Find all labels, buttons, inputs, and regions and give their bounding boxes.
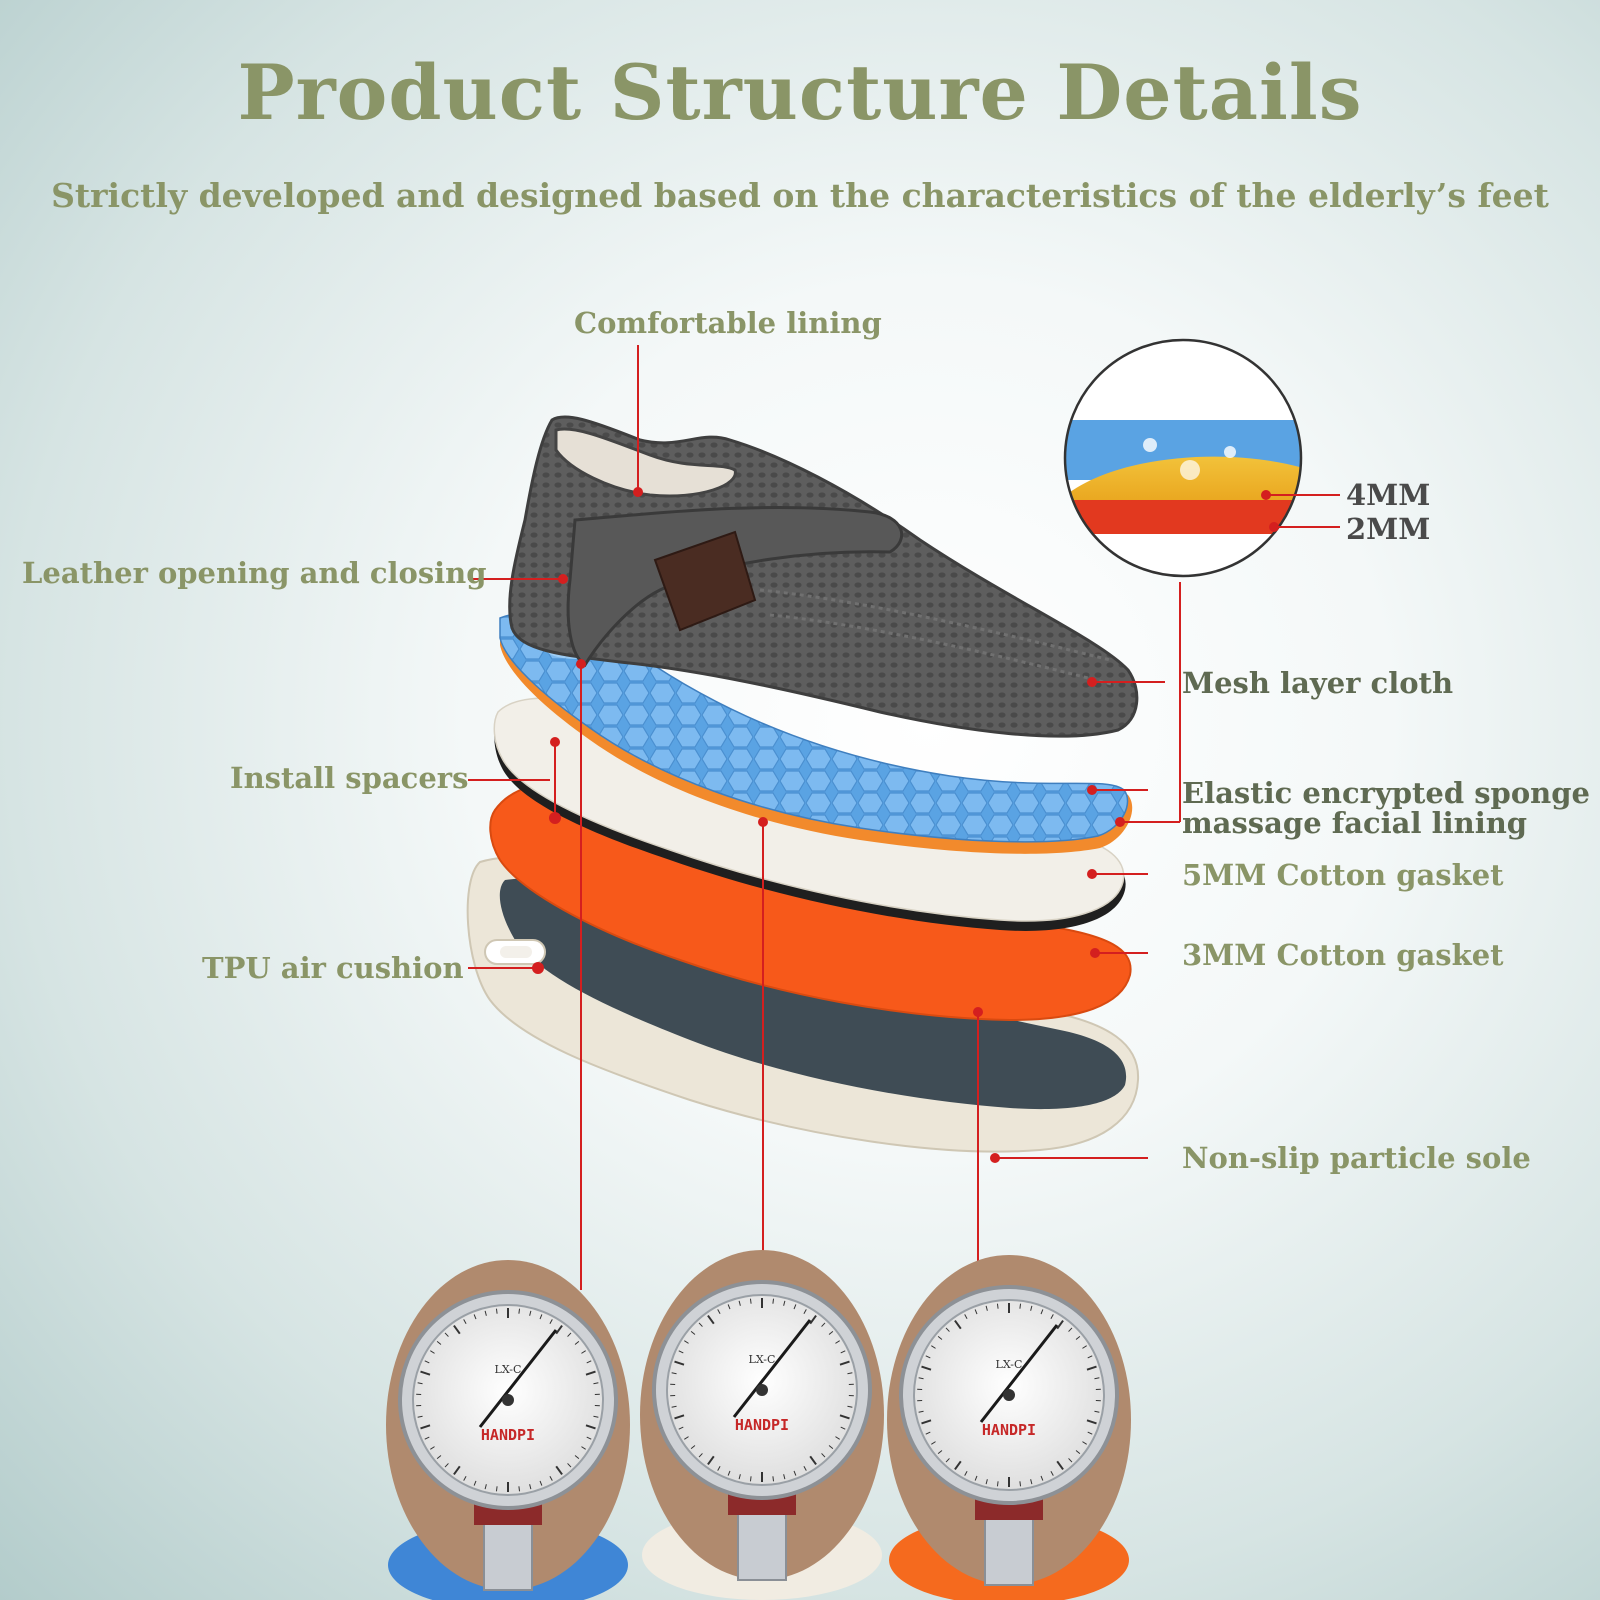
page-subtitle: Strictly developed and designed based on…: [51, 176, 1549, 215]
gauge-needle: [732, 1319, 812, 1418]
label-elastic-sponge-line2: massage facial lining: [1182, 806, 1528, 840]
leader-dots: [532, 487, 1279, 1163]
gauge-needle: [478, 1329, 558, 1428]
page-title: Product Structure Details: [237, 48, 1363, 137]
label-tpu-air-cushion: TPU air cushion: [202, 951, 464, 985]
label-2mm: 2MM: [1346, 512, 1431, 546]
hardness-gauges: LX-C HANDPI LX-C HANDPI LX-C HANDPI: [386, 1250, 1131, 1600]
label-4mm: 4MM: [1346, 478, 1431, 512]
label-install-spacers: Install spacers: [230, 761, 469, 795]
gauge-needle: [979, 1324, 1059, 1423]
gauge-model: LX-C: [996, 1358, 1023, 1371]
label-mesh-layer-cloth: Mesh layer cloth: [1182, 666, 1454, 700]
label-elastic-sponge-line1: Elastic encrypted sponge: [1182, 776, 1590, 810]
comfortable-lining-area: [554, 427, 737, 498]
label-non-slip-sole: Non-slip particle sole: [1182, 1141, 1531, 1175]
label-cotton-5mm: 5MM Cotton gasket: [1182, 858, 1504, 892]
leather-tab: [653, 530, 757, 632]
gauge-brand: HANDPI: [481, 1426, 535, 1444]
shoe-upper: [508, 415, 1139, 738]
label-comfortable-lining: Comfortable lining: [574, 306, 882, 340]
gauge-brand: HANDPI: [735, 1416, 789, 1434]
gauge-brand: HANDPI: [982, 1421, 1036, 1439]
gauge-model: LX-C: [749, 1353, 776, 1366]
hardness-gauge: LX-C HANDPI: [887, 1255, 1131, 1600]
foam-inset: [1063, 338, 1303, 578]
leader-lines: [468, 345, 1340, 1290]
inset-border: [1063, 338, 1303, 578]
label-leather-opening: Leather opening and closing: [22, 556, 487, 590]
label-cotton-3mm: 3MM Cotton gasket: [1182, 938, 1504, 972]
gauge-model: LX-C: [495, 1363, 522, 1376]
hardness-gauge: LX-C HANDPI: [386, 1260, 630, 1600]
hardness-gauge: LX-C HANDPI: [640, 1250, 884, 1600]
